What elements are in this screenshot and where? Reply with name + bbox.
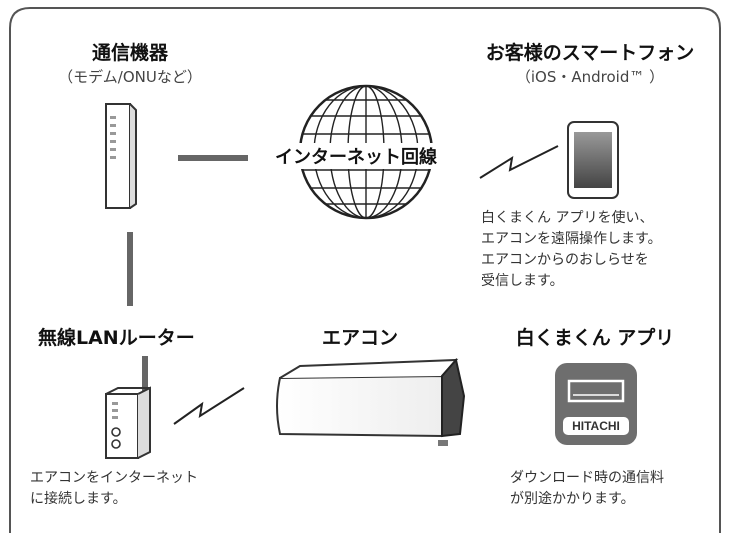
app-icon: HITACHI	[555, 363, 637, 445]
wireless-signal-icon	[479, 145, 559, 179]
internet-label: インターネット回線	[273, 143, 439, 169]
modem-title: 通信機器	[91, 42, 168, 64]
app-note: ダウンロード時の通信料 が別途かかります。	[510, 470, 664, 507]
app-brand-label: HITACHI	[563, 417, 629, 435]
aircon-title: エアコン	[321, 327, 398, 349]
app-ac-icon	[567, 379, 625, 403]
router-signal-icon	[173, 387, 245, 425]
modem-router-line	[127, 232, 133, 306]
modem-icon	[105, 103, 137, 209]
smartphone-icon	[567, 121, 619, 199]
router-note: エアコンをインターネット に接続します。	[30, 470, 198, 507]
app-title: 白くまくん アプリ	[515, 327, 675, 349]
modem-subtitle: （モデム/ONUなど）	[58, 68, 202, 86]
router-title: 無線LANルーター	[38, 327, 195, 349]
modem-internet-line	[178, 155, 248, 161]
smartphone-subtitle: （iOS・Android™ ）	[515, 68, 665, 86]
air-conditioner-icon	[276, 357, 466, 446]
router-icon	[105, 356, 151, 459]
smartphone-note: 白くまくん アプリを使い、 エアコンを遠隔操作します。 エアコンからのおしらせを…	[481, 210, 662, 289]
smartphone-title: お客様のスマートフォン	[485, 42, 695, 64]
